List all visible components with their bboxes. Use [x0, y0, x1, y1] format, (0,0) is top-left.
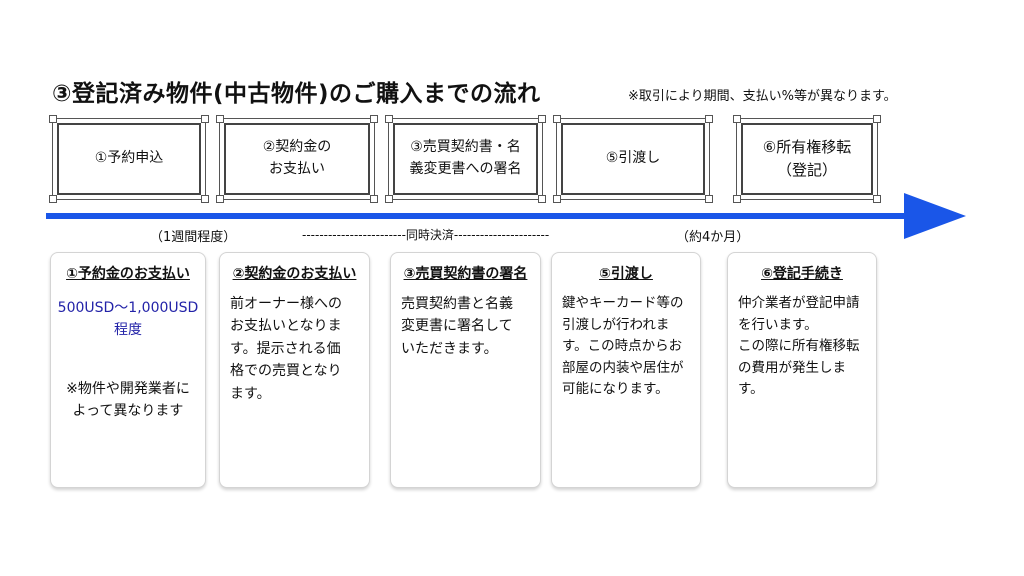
card-body: 鍵やキーカード等の 引渡しが行われま す。この時点からお 部屋の内装や居住が 可… — [562, 295, 684, 398]
card-contract-payment: ②契約金のお支払い 前オーナー様への お支払いとなりま す。提示される価 格での… — [219, 252, 370, 488]
card-body: 売買契約書と名義 変更書に署名して いただきます。 — [401, 296, 513, 357]
step-label: ③売買契約書・名 義変更書への署名 — [393, 123, 538, 195]
step-reservation: ①予約申込 — [49, 115, 209, 203]
step-registration: ⑥所有権移転 （登記） — [733, 115, 881, 203]
step-label: ①予約申込 — [57, 123, 201, 195]
timeline-arrow-head — [904, 193, 966, 239]
card-body: 仲介業者が登記申請 を行います。 この際に所有権移転 の費用が発生しま す。 — [738, 295, 860, 398]
disclaimer-note: ※取引により期間、支払い%等が異なります。 — [628, 89, 897, 104]
step-handover: ⑤引渡し — [553, 115, 713, 203]
timing-period-2: （約4か月） — [676, 230, 750, 245]
timing-period-1: （1週間程度） — [150, 230, 237, 245]
card-title: ⑥登記手続き — [761, 266, 843, 282]
card-title: ②契約金のお支払い — [232, 266, 357, 282]
page-title: ③登記済み物件(中古物件)のご購入までの流れ — [52, 81, 541, 107]
card-title: ⑤引渡し — [599, 266, 653, 282]
step-label: ⑤引渡し — [561, 123, 705, 195]
timeline-arrow-line — [46, 213, 908, 219]
card-title: ③売買契約書の署名 — [403, 266, 528, 282]
card-reservation-payment: ①予約金のお支払い 500USD〜1,000USD 程度 ※物件や開発業者に よ… — [50, 252, 206, 488]
card-body: 前オーナー様への お支払いとなりま す。提示される価 格での売買となり ます。 — [230, 296, 342, 402]
step-label: ⑥所有権移転 （登記） — [741, 123, 873, 195]
card-signature: ③売買契約書の署名 売買契約書と名義 変更書に署名して いただきます。 — [390, 252, 541, 488]
card-title: ①予約金のお支払い — [66, 266, 190, 282]
card-note: ※物件や開発業者に よって異なります — [66, 380, 190, 420]
step-signature: ③売買契約書・名 義変更書への署名 — [385, 115, 546, 203]
step-contract-payment: ②契約金の お支払い — [216, 115, 378, 203]
step-label: ②契約金の お支払い — [224, 123, 370, 195]
card-handover: ⑤引渡し 鍵やキーカード等の 引渡しが行われま す。この時点からお 部屋の内装や… — [551, 252, 701, 488]
card-price: 500USD〜1,000USD 程度 — [57, 300, 199, 339]
card-registration: ⑥登記手続き 仲介業者が登記申請 を行います。 この際に所有権移転 の費用が発生… — [727, 252, 877, 488]
timing-simultaneous: ------------------------同時決済------------… — [302, 228, 550, 242]
